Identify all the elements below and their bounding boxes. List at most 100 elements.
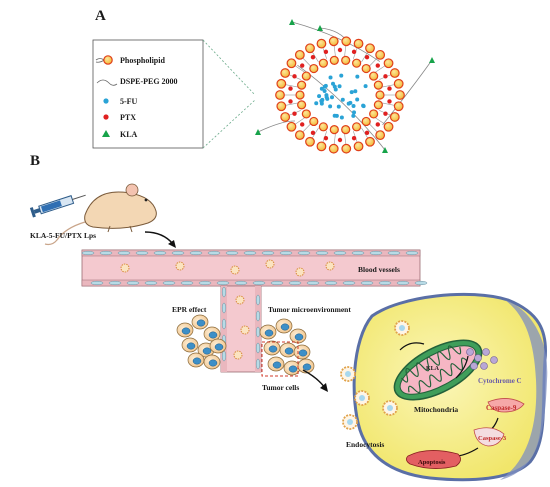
phospholipid-head-outer <box>316 38 327 49</box>
phospholipid-head-outer <box>276 101 287 112</box>
5fu-dot <box>328 104 333 109</box>
phospholipid-head-inner <box>295 90 305 100</box>
5fu-dot <box>319 86 324 91</box>
zoom-lines <box>202 39 256 149</box>
5fu-dot <box>323 83 328 88</box>
phospholipid-head-inner <box>301 109 311 119</box>
phospholipid-head-outer <box>305 43 315 54</box>
phospholipid-head-outer <box>353 38 364 49</box>
5fu-dot <box>363 84 368 89</box>
caspase-3-shape <box>473 427 505 447</box>
phospholipid-head-inner <box>309 116 319 127</box>
ptx-dot <box>364 130 370 136</box>
panel-b-label: B <box>30 153 40 169</box>
5fu-dot <box>353 89 358 94</box>
5fu-dot <box>349 90 354 95</box>
phospholipid-head-inner <box>329 55 339 65</box>
kla-triangle-icon <box>102 130 110 137</box>
phospholipid-head-outer <box>341 36 352 47</box>
ptx-dot <box>292 74 297 79</box>
5fu-dot <box>334 113 339 118</box>
ptx-dot <box>310 54 316 60</box>
phospholipid-head-outer <box>375 130 386 141</box>
zoom-dashed-box <box>261 341 299 377</box>
apoptosis-shape <box>406 450 461 469</box>
phospholipid-head-inner <box>352 122 362 132</box>
ptx-dot <box>300 63 305 68</box>
phospholipid-head-outer <box>305 136 315 147</box>
ptx-dot-icon <box>103 114 109 120</box>
phospholipid-head-inner <box>361 63 371 74</box>
ptx-dot <box>310 130 316 136</box>
5fu-dot <box>324 95 329 100</box>
phospholipid-head-inner <box>297 80 307 90</box>
phospholipid-head-outer <box>275 90 285 100</box>
legend-phospholipid-label: Phospholipid <box>120 56 165 65</box>
phospholipid-head-inner <box>341 125 351 135</box>
legend-dspe-label: DSPE-PEG 2000 <box>120 77 178 86</box>
legend-kla-label: KLA <box>120 130 138 139</box>
phospholipid-head-outer <box>328 36 339 47</box>
ptx-dot <box>375 122 380 127</box>
ptx-dot <box>292 111 297 116</box>
ptx-dot <box>351 135 357 141</box>
mitochondrion <box>393 339 483 401</box>
ptx-dot <box>323 135 329 141</box>
ptx-dot <box>375 63 380 68</box>
5fu-dot <box>351 104 356 109</box>
5fu-dot <box>339 73 344 78</box>
phospholipid-head-inner <box>341 55 351 65</box>
phospholipid-head-outer <box>294 130 305 141</box>
phospholipid-head-inner <box>329 125 339 135</box>
5fu-dot <box>340 97 345 102</box>
5fu-dot <box>322 88 327 93</box>
legend-ptx-label: PTX <box>120 113 136 122</box>
phospholipid-head-outer <box>276 78 287 89</box>
phospholipid-head-outer <box>365 136 375 147</box>
phospholipid-head-outer <box>294 49 305 60</box>
5fu-dot <box>337 84 342 89</box>
liposome <box>255 19 435 154</box>
tme-tumor-cluster <box>259 318 315 376</box>
legend-box: Phospholipid DSPE-PEG 2000 5-FU PTX KLA <box>92 39 204 149</box>
phospholipid-head-outer <box>395 90 405 100</box>
phospholipid-head-outer <box>328 143 339 154</box>
injection-label: KLA-5-FU/PTX Lps <box>30 231 96 240</box>
phospholipid-head-outer <box>341 143 352 154</box>
phospholipid-head-inner <box>301 71 311 81</box>
kla-peptide <box>317 25 323 31</box>
5fu-dot <box>339 115 344 120</box>
kla-peptide <box>289 19 295 25</box>
phospholipid-head-outer <box>393 78 404 89</box>
phospholipid-head-outer <box>389 68 400 78</box>
kla-peptide <box>429 57 435 63</box>
5fu-dot <box>317 94 322 99</box>
5fu-dot-icon <box>103 98 109 104</box>
phospholipid-head-inner <box>369 71 379 81</box>
ptx-dot <box>387 99 392 104</box>
ptx-dot <box>288 86 293 91</box>
5fu-dot <box>361 104 366 109</box>
endocytosis-liposomes <box>340 320 410 430</box>
5fu-dot <box>355 74 360 79</box>
cytochrome-c-label: Cytochrome C <box>478 377 522 385</box>
ptx-dot <box>387 86 392 91</box>
phospholipid-head-outer <box>393 101 404 112</box>
phospholipid-head-outer <box>286 58 297 69</box>
5fu-dot <box>351 113 356 118</box>
phospholipid-head-inner <box>373 80 383 90</box>
ptx-dot <box>337 137 343 143</box>
injection-arrow <box>144 231 174 245</box>
phospholipid-head-inner <box>361 116 371 127</box>
phospholipid-head-outer <box>375 49 386 60</box>
kla-peptide <box>382 147 388 153</box>
phospholipid-head-outer <box>383 58 394 69</box>
ptx-dot <box>383 74 388 79</box>
kla-tag-label: KLA <box>426 366 440 372</box>
ptx-dot <box>364 54 370 60</box>
syringe-icon <box>29 194 86 218</box>
caspase-9-shape <box>487 398 525 413</box>
dspe-peg-icon <box>96 79 118 86</box>
ptx-dot <box>337 47 343 53</box>
